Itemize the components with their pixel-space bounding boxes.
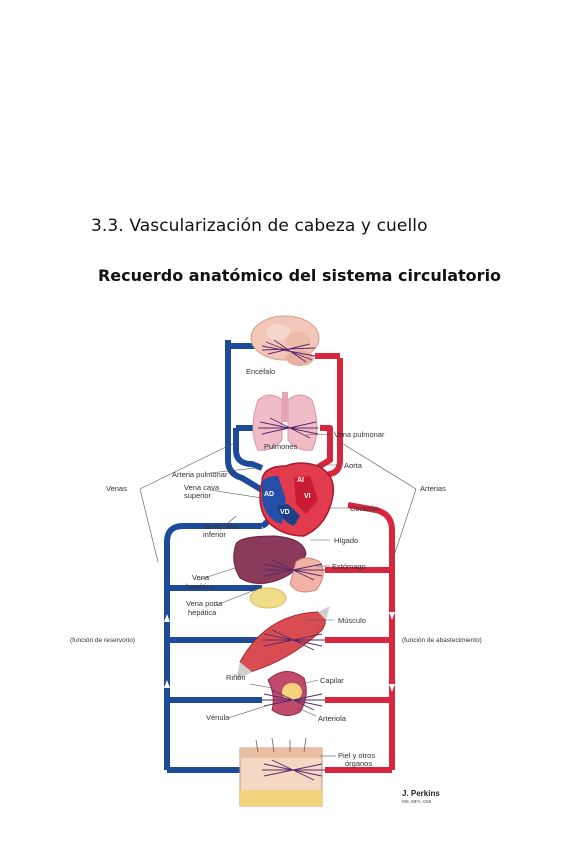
label-capilar: Capilar bbox=[320, 676, 344, 685]
label-funcion-abastecimiento: (función de abastecimiento) bbox=[402, 637, 482, 644]
label-aorta: Aorta bbox=[344, 461, 363, 470]
label-encefalo: Encéfalo bbox=[246, 367, 275, 376]
label-funcion-reservorio: (función de reservorio) bbox=[70, 637, 135, 644]
stomach bbox=[289, 557, 324, 593]
subtitle: Recuerdo anatómico del sistema circulato… bbox=[97, 266, 502, 285]
label-arteriola: Arteriola bbox=[318, 714, 347, 723]
intestine bbox=[249, 587, 287, 609]
circulatory-system-diagram: Encéfalo Pulmones Vena pulmonar Aorta Ar… bbox=[70, 315, 482, 807]
label-vena-cava-inferior-2: inferior bbox=[203, 530, 226, 539]
label-venula: Vénula bbox=[206, 713, 230, 722]
label-vena-hepatica-2: hepática bbox=[186, 582, 215, 591]
label-ai: AI bbox=[297, 477, 304, 484]
label-vena-hepatica-1: Vena bbox=[192, 573, 210, 582]
arterial-vessels bbox=[308, 353, 395, 773]
label-vena-porta-1: Vena porta bbox=[186, 599, 223, 608]
lungs bbox=[252, 392, 318, 451]
label-vi: VI bbox=[304, 493, 311, 500]
illustrator-signature: J. Perkins bbox=[402, 789, 440, 798]
label-pulmones: Pulmones bbox=[264, 442, 298, 451]
leader-lines bbox=[139, 433, 417, 757]
label-venas: Venas bbox=[106, 484, 127, 493]
label-higado: Hígado bbox=[334, 536, 358, 545]
label-vena-porta-2: hepática bbox=[188, 608, 217, 617]
label-ad: AD bbox=[264, 491, 274, 498]
heart bbox=[259, 462, 335, 537]
label-vena-cava-superior-2: superior bbox=[184, 491, 212, 500]
label-piel-1: Piel y otros bbox=[338, 751, 375, 760]
label-rinon: Riñón bbox=[226, 673, 246, 682]
section-heading: 3.3. Vascularización de cabeza y cuello bbox=[91, 216, 428, 236]
label-arterias: Arterias bbox=[420, 484, 446, 493]
label-corazon: Corazón bbox=[350, 504, 378, 513]
label-piel-2: órganos bbox=[345, 759, 372, 768]
skin-block bbox=[239, 737, 323, 807]
label-estomago: Estómago bbox=[332, 562, 366, 571]
kidney bbox=[267, 671, 307, 716]
label-vena-cava-superior-1: Vena cava bbox=[184, 483, 220, 492]
label-arteria-pulmonar: Arteria pulmonar bbox=[172, 470, 228, 479]
label-vena-cava-inferior-1: Vena cava bbox=[203, 522, 239, 531]
label-vena-pulmonar: Vena pulmonar bbox=[334, 430, 385, 439]
flow-arrows bbox=[164, 612, 395, 692]
capillary-beds bbox=[258, 339, 325, 781]
illustrator-credentials: MS, MFA, CMI bbox=[402, 799, 431, 804]
venous-vessels bbox=[164, 340, 275, 773]
label-vd: VD bbox=[280, 509, 290, 516]
label-musculo: Músculo bbox=[338, 616, 366, 625]
